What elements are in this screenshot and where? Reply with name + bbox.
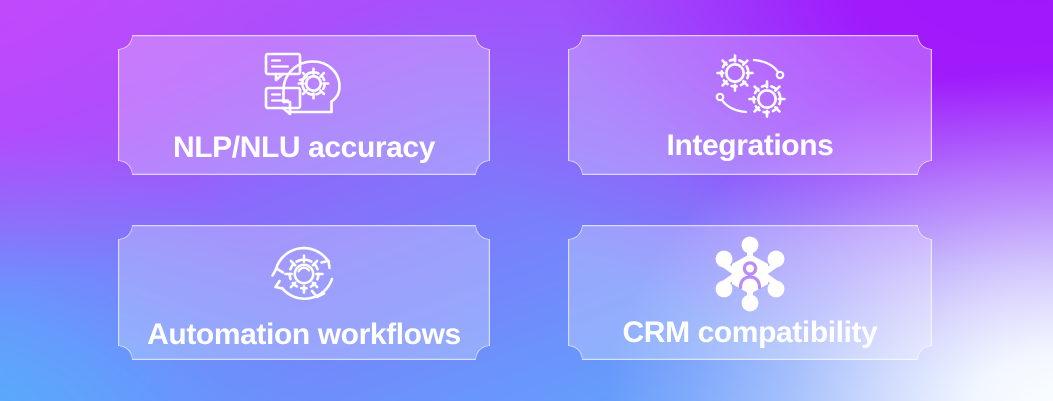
feature-card-label: NLP/NLU accuracy	[172, 131, 436, 165]
gear-cycle-arrows-icon	[264, 235, 344, 313]
feature-card-nlp[interactable]: NLP/NLU accuracy	[118, 35, 490, 175]
feature-card-integrations[interactable]: Integrations	[568, 35, 932, 175]
feature-card-crm[interactable]: CRM compatibility	[568, 225, 932, 360]
network-hub-person-icon	[712, 236, 788, 312]
head-chat-gear-icon	[258, 46, 350, 124]
two-gears-connected-icon	[710, 48, 790, 124]
feature-card-label: CRM compatibility	[622, 315, 878, 349]
feature-card-automation[interactable]: Automation workflows	[118, 225, 490, 360]
feature-card-label: Integrations	[666, 129, 834, 163]
feature-card-label: Automation workflows	[147, 317, 461, 351]
